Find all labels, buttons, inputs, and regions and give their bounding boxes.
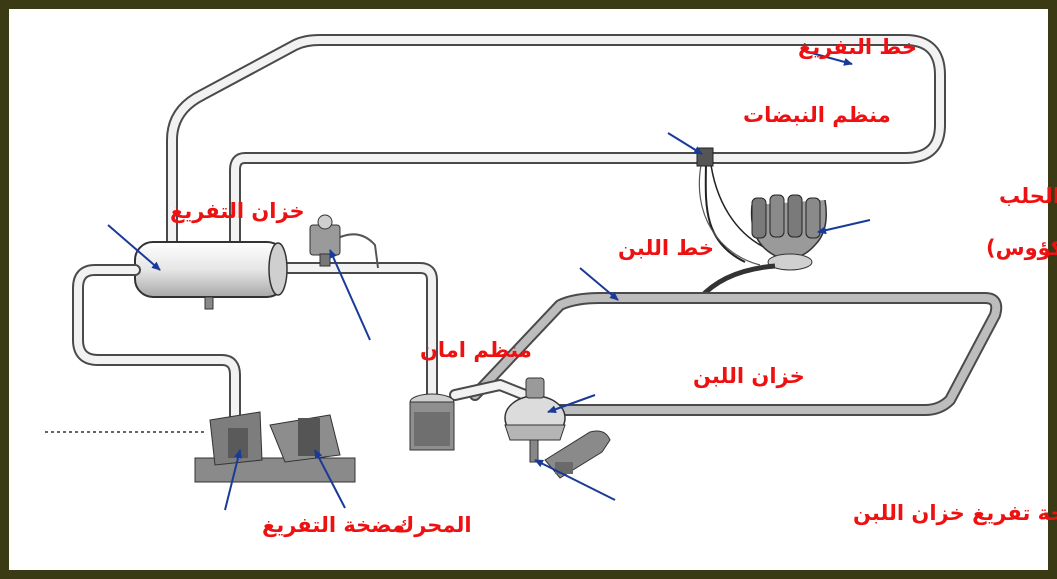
pulse-hoses [698,157,771,266]
label-motor: المحرك [395,513,472,537]
vacuum-tank-icon [134,241,288,310]
arrow-milking-unit [817,219,871,235]
label-vacuum-pump: مضخة التفريغ [262,513,405,537]
pump-and-motor-icon [194,411,356,483]
sanitary-trap-icon [409,393,455,451]
arrow-safety-regulator [329,249,371,341]
label-milk-tank: خزان اللبن [693,364,805,388]
tank-to-pump-pipe [72,264,241,426]
arrow-milk-tank [547,394,596,414]
milking-unit-icon [698,194,827,300]
arrow-vacuum-pump [224,449,242,511]
label-safety-regulator: منظم امان [420,338,532,362]
milk-line-pipe [469,292,1003,416]
arrow-milk-line [579,267,619,301]
label-pulsator: منظم النبضات [743,103,891,127]
arrow-pulsator [667,132,703,155]
label-milk-tank-drain: فتحة تفريغ خزان اللبن [853,501,1057,525]
milk-drain-icon [544,430,611,479]
arrow-motor [314,449,346,509]
label-vacuum-tank: خزان التفريغ [170,199,305,223]
label-milk-line: خط اللبن [618,236,714,260]
safety-regulator-icon [309,214,341,267]
vacuum-line-pipe [166,34,946,261]
pulsator-icon [696,147,714,167]
tank-to-trap-pipe [279,262,531,401]
arrow-vacuum-tank [107,224,161,271]
label-milking-unit: وحدة الحلب [999,184,1057,208]
label-milking-unit-cups: (الكؤوس) [986,236,1057,260]
label-vacuum-line: خط التفريغ [798,35,917,59]
arrow-milk-drain [534,459,616,501]
arrow-vacuum-line [807,51,853,66]
regulator-tube [337,233,379,269]
